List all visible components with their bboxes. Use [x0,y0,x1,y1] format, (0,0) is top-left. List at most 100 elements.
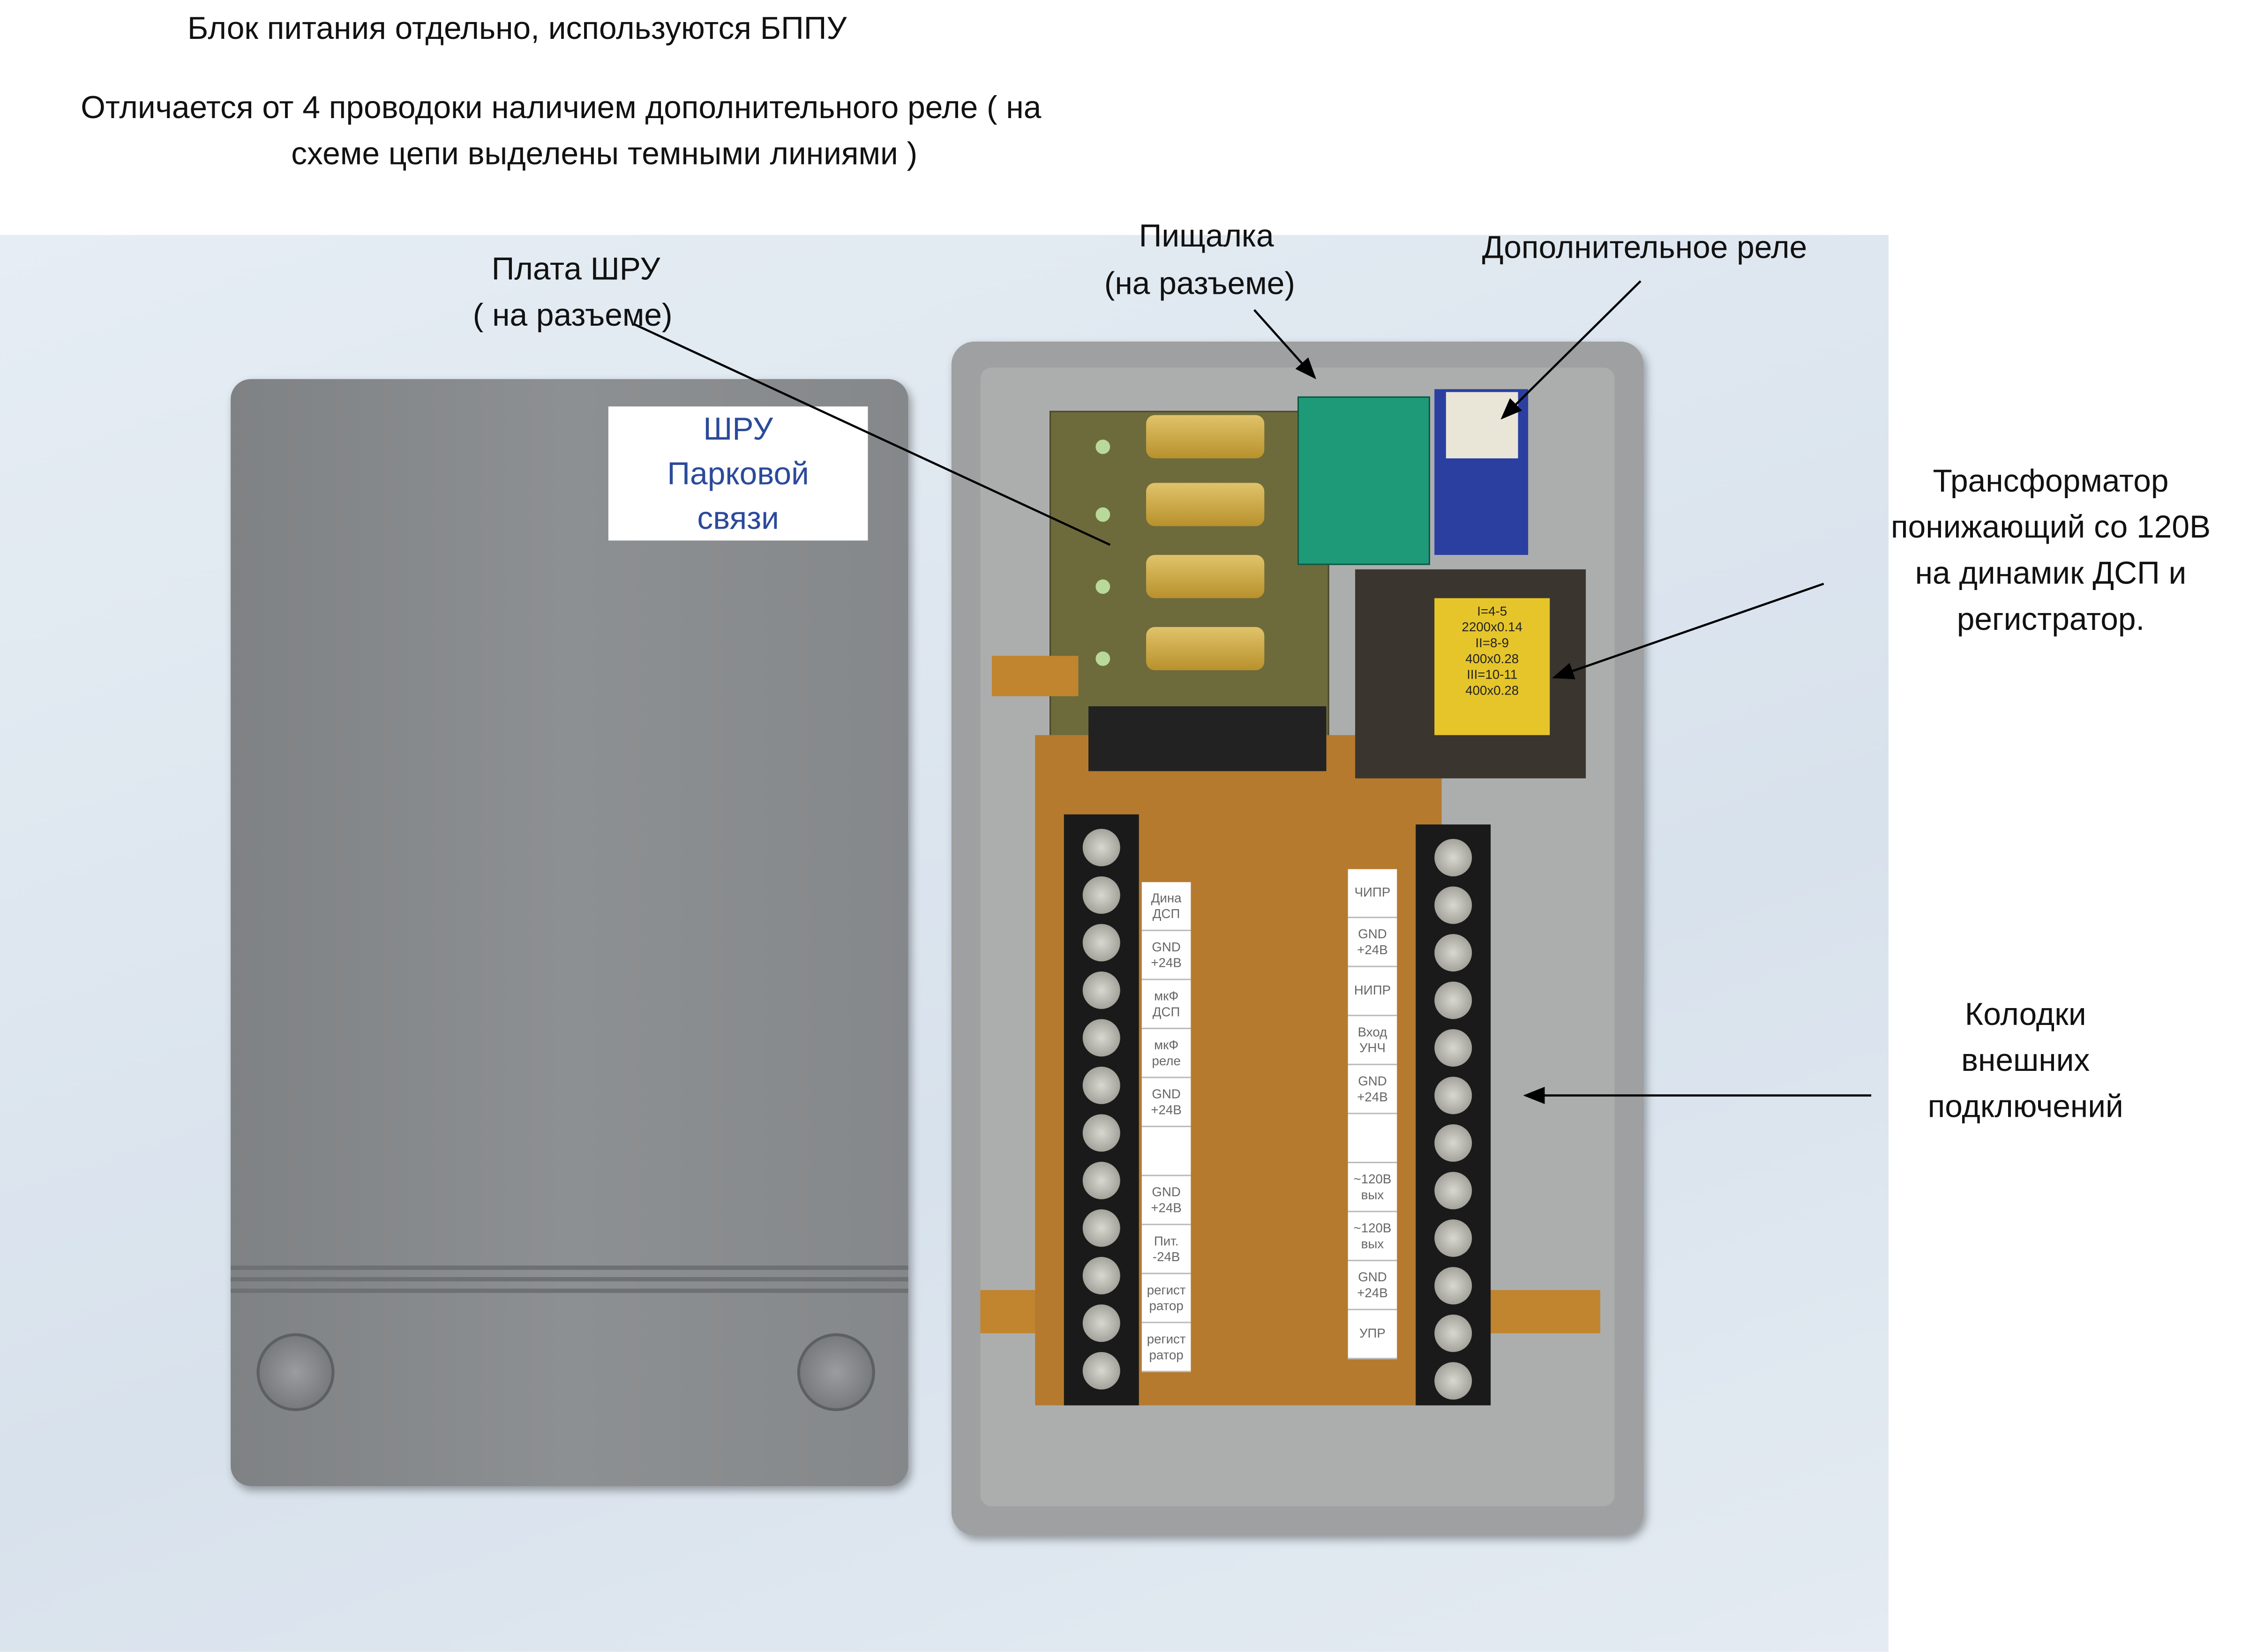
terminal-label-text: +24В [1151,955,1182,970]
terminal-screw [1082,924,1120,962]
terminal-screw [1434,1267,1472,1305]
terminal-label-text: вых [1361,1187,1384,1202]
terminal-label-text: ~120В [1353,1171,1392,1186]
capacitor [1146,415,1265,459]
shru-board [1050,411,1329,738]
label-line: Колодки [1964,996,2086,1032]
label-rele: Дополнительное реле [1482,229,1807,265]
board-connector [1088,706,1327,771]
led [1095,579,1110,594]
lid-label-line: связи [697,500,779,537]
terminal-label-text: мкФ [1154,1037,1179,1052]
terminal-screw [1082,1256,1120,1294]
terminal-screw [1434,838,1472,876]
terminal-label: GND+24В [1141,931,1191,980]
led [1095,651,1110,666]
terminal-label-text: +24В [1151,1102,1182,1117]
terminal-label-text: реле [1152,1053,1181,1068]
terminal-label: УПР [1348,1310,1397,1360]
lid-screw [797,1333,875,1412]
led [1095,440,1110,454]
terminal-label: ЧИПР [1348,869,1397,919]
terminal-screw [1434,886,1472,924]
terminal-screw [1434,1124,1472,1162]
terminal-label-text: ратор [1149,1347,1184,1361]
terminal-screw [1434,1076,1472,1114]
label-kolodki: Колодки внешних подключений [1889,992,2162,1130]
header-line-2a: Отличается от 4 проводоки наличием допол… [81,89,1042,126]
lid-rib [231,1277,908,1282]
label-line: подключений [1927,1088,2123,1124]
label-line: регистратор. [1957,601,2145,637]
label-line: на динамик ДСП и [1915,555,2187,591]
lid-rib [231,1265,908,1270]
terminal-screw [1082,1019,1120,1057]
lid-label: ШРУ Парковой связи [608,406,868,541]
terminal-label: GND+24В [1348,1065,1397,1114]
terminal-screw [1082,1304,1120,1342]
terminal-label-text: GND [1358,1073,1387,1088]
terminal-label: GND+24В [1348,918,1397,967]
buzzer-board [1297,396,1430,565]
capacitor [1146,555,1265,598]
terminal-label-text: Вход [1357,1024,1387,1039]
terminal-screw [1082,1066,1120,1104]
terminal-label-text: GND [1152,1086,1181,1101]
transformer-coil: I=4-5 2200x0.14 II=8-9 400x0.28 III=10-1… [1434,598,1550,735]
terminal-screw [1082,829,1120,867]
terminal-label-text: УНЧ [1359,1040,1386,1054]
coil-text: I=4-5 [1477,604,1507,619]
terminal-label-text: ратор [1149,1298,1184,1313]
lid-label-line: Парковой [667,455,809,492]
coil-text: III=10-11 [1467,667,1518,682]
enclosure-lid [231,379,908,1486]
terminal-label-text: НИПР [1354,983,1391,998]
terminal-label-text: +24В [1357,1089,1388,1104]
terminal-label-text: GND [1152,939,1181,954]
coil-text: 400x0.28 [1465,683,1519,698]
terminal-label-text: вых [1361,1236,1384,1251]
header-line-1: Блок питания отдельно, используются БППУ [187,10,847,46]
capacitor [1146,627,1265,671]
coil-text: 2200x0.14 [1462,620,1522,635]
terminal-screw [1082,876,1120,914]
coil-text: II=8-9 [1475,635,1509,650]
terminal-label-text: мкФ [1154,988,1179,1003]
terminal-label-text: +24В [1357,942,1388,957]
terminal-label-text: GND [1358,1269,1387,1284]
terminal-screw [1434,1314,1472,1352]
terminal-screw [1434,1172,1472,1210]
terminal-screw [1434,1219,1472,1257]
terminal-label: GND+24В [1141,1078,1191,1128]
arrow-pishalka [1253,309,1317,380]
terminal-label-text: -24В [1152,1249,1180,1263]
arrow-plata [634,323,1111,546]
terminal-label: Пит.-24В [1141,1225,1191,1274]
terminal-label-text: регист [1147,1282,1186,1297]
terminal-label-text: GND [1358,926,1387,941]
label-line: внешних [1961,1042,2090,1078]
terminal-label-text: +24В [1357,1285,1388,1300]
terminal-label-text: регист [1147,1331,1186,1346]
label-plata-1: Плата ШРУ [491,251,660,287]
terminal-label: GND+24В [1141,1176,1191,1226]
terminal-screw [1434,934,1472,972]
terminal-screw [1082,1209,1120,1247]
terminal-screw [1082,1161,1120,1199]
terminal-label-text: ~120В [1353,1220,1392,1235]
lid-label-line: ШРУ [703,411,773,447]
arrow-transformer [1552,583,1824,680]
terminal-label: НИПР [1348,967,1397,1017]
lid-screw [256,1333,335,1412]
terminal-label-text: +24В [1151,1200,1182,1215]
